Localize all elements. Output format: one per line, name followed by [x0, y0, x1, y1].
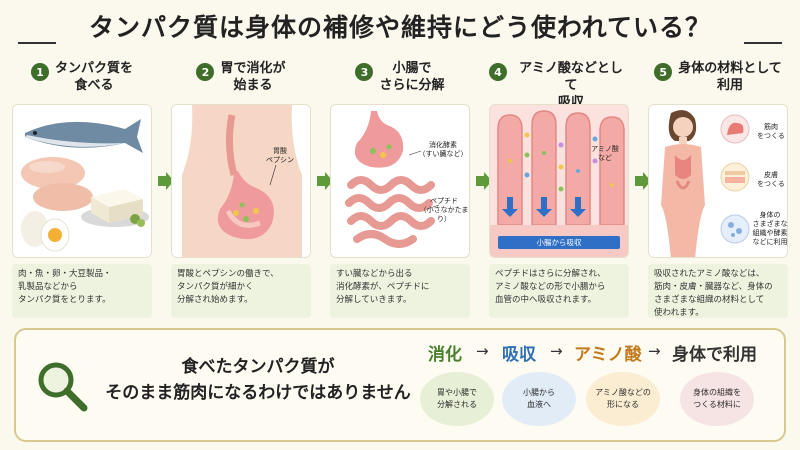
step-number: 5 — [654, 63, 673, 81]
skin-label: 皮膚 をつくる — [757, 171, 785, 188]
step-number: 1 — [30, 63, 49, 81]
egg-icon — [21, 211, 70, 252]
small-intestine-illustration: 消化酵素 （すい臓など） ペプチド （小さなかたまり） — [330, 104, 470, 258]
intestinal-villi-icon — [497, 110, 625, 226]
bubble-body-use: 身体の組織を つくる材料に — [680, 372, 754, 426]
step-number: 3 — [355, 63, 374, 81]
step-2-header: 2 胃で消化が 始まる — [171, 60, 311, 102]
flow-absorption: 吸収 — [502, 345, 536, 365]
arrow-right-icon — [635, 172, 651, 190]
arrow-right-icon — [476, 172, 492, 190]
skin-icon — [720, 162, 750, 192]
bubble-absorption: 小腸から 血液へ — [502, 372, 576, 426]
intestine-icon — [345, 176, 435, 248]
fish-icon — [25, 119, 143, 153]
step-5: 5 身体の材料として 利用 — [648, 60, 788, 318]
flow-body-use: 身体で利用 — [672, 345, 757, 365]
flow-digestion: 消化 — [428, 345, 462, 365]
step-number: 2 — [196, 63, 215, 81]
step-4: 4 アミノ酸などとして 吸収 — [489, 60, 629, 318]
summary-message: 食べたタンパク質が そのまま筋肉になるわけではありません — [105, 357, 411, 403]
step-5-header: 5 身体の材料として 利用 — [648, 60, 788, 102]
step-1-header: 1 タンパク質を 食べる — [12, 60, 152, 102]
body-use-illustration: 筋肉 をつくる 皮膚 をつくる 身体の さまざまな 組織や酵素 などに利用 — [648, 104, 788, 258]
step-4-header: 4 アミノ酸などとして 吸収 — [489, 60, 629, 110]
tofu-icon — [81, 189, 149, 227]
flow-arrow-icon: → — [550, 342, 563, 360]
amino-acid-label: アミノ酸 など — [591, 145, 619, 162]
magnifier-icon — [34, 358, 90, 414]
arrow-right-icon — [158, 172, 174, 190]
tissue-icon — [720, 214, 750, 244]
bubble-digestion: 胃や小腸で 分解される — [420, 372, 494, 426]
peptide-label: ペプチド （小さなかたまり） — [419, 197, 469, 223]
page-title: タンパク質は身体の補修や維持にどう使われている？ — [88, 13, 711, 42]
step-3: 3 小腸で さらに分解 消化酵素 （すい臓など） ペプ — [330, 60, 470, 318]
step-1: 1 タンパク質を 食べる — [12, 60, 152, 318]
flow-arrow-icon: → — [648, 342, 661, 360]
flow-amino-acid: アミノ酸 — [574, 345, 642, 365]
step-description: ペプチドはさらに分解され、 アミノ酸などの形で小腸から 血管の中へ吸収されます。 — [489, 264, 629, 318]
digestive-enzyme-label: 消化酵素 （すい臓など） — [418, 141, 468, 158]
step-description: 胃酸とペプシンの働きで、 タンパク質が細かく 分解され始めます。 — [171, 264, 311, 318]
arrow-right-icon — [317, 172, 333, 190]
muscle-icon — [720, 114, 750, 144]
absorption-arrow-icon — [502, 197, 586, 217]
flow-arrow-icon: → — [476, 342, 489, 360]
human-body-icon — [661, 110, 705, 257]
amino-acid-dots — [508, 132, 614, 192]
step-number: 4 — [489, 63, 507, 81]
step-description: すい臓などから出る 消化酵素が、ペプチドに 分解していきます。 — [330, 264, 470, 318]
villi-absorption-illustration: アミノ酸 など 小腸から吸収 — [489, 104, 629, 258]
absorption-band: 小腸から吸収 — [498, 236, 620, 249]
stomach-illustration: 胃酸 ペプシン — [171, 104, 311, 258]
protein-foods-illustration — [12, 104, 152, 258]
stomach-icon — [217, 171, 274, 240]
title-rule-right — [744, 42, 782, 44]
step-title: 身体の材料として 利用 — [678, 61, 782, 93]
chicken-breast-icon — [21, 157, 93, 211]
step-description: 肉・魚・卵・大豆製品・ 乳製品などから タンパク質をとります。 — [12, 264, 152, 318]
bubble-amino-acid: アミノ酸などの 形になる — [586, 372, 660, 426]
step-description: 吸収されたアミノ酸などは、 筋肉・皮膚・臓器など、身体の さまざまな組織の材料と… — [648, 264, 788, 318]
tissue-label: 身体の さまざまな 組織や酵素 などに利用 — [752, 211, 788, 246]
step-title: 胃で消化が 始まる — [220, 61, 286, 93]
title-rule-left — [18, 42, 56, 44]
step-title: タンパク質を 食べる — [54, 61, 133, 93]
stomach-icon — [354, 111, 404, 168]
step-2: 2 胃で消化が 始まる 胃酸 ペプシン 胃酸とペプシンの働きで、 タンパク質が細… — [171, 60, 311, 318]
gastric-acid-label: 胃酸 ペプシン — [266, 147, 294, 164]
summary-box: 食べたタンパク質が そのまま筋肉になるわけではありません 消化 → 吸収 → ア… — [14, 328, 786, 442]
process-steps: 1 タンパク質を 食べる — [12, 60, 788, 318]
muscle-label: 筋肉 をつくる — [757, 123, 785, 140]
step-3-header: 3 小腸で さらに分解 — [330, 60, 470, 102]
step-title: 小腸で さらに分解 — [379, 61, 445, 93]
